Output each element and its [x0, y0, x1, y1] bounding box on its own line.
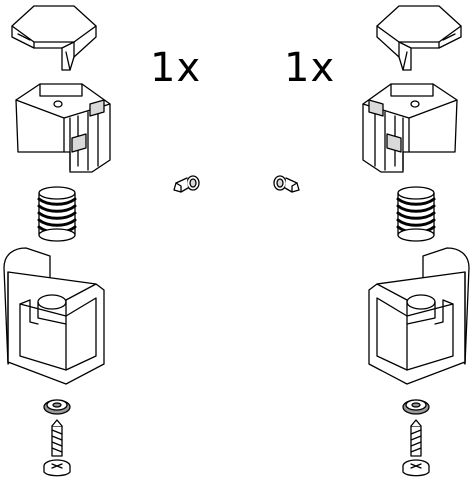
bracket-holder-icon	[3, 247, 105, 385]
compression-spring-icon	[396, 185, 436, 243]
small-rivet-icon	[173, 175, 200, 193]
clip-block-icon	[362, 83, 458, 173]
washer-icon	[43, 399, 71, 415]
end-cap-cover-icon	[11, 5, 97, 71]
end-cap-cover-icon	[376, 5, 462, 71]
bracket-holder-icon	[368, 247, 470, 385]
washer-icon	[402, 399, 430, 415]
small-rivet-icon	[273, 175, 300, 193]
screw-icon	[43, 419, 71, 477]
clip-block-icon	[15, 83, 111, 173]
screw-icon	[402, 419, 430, 477]
compression-spring-icon	[37, 185, 77, 243]
quantity-label-right: 1x	[284, 45, 336, 91]
quantity-label-left: 1x	[150, 45, 202, 91]
